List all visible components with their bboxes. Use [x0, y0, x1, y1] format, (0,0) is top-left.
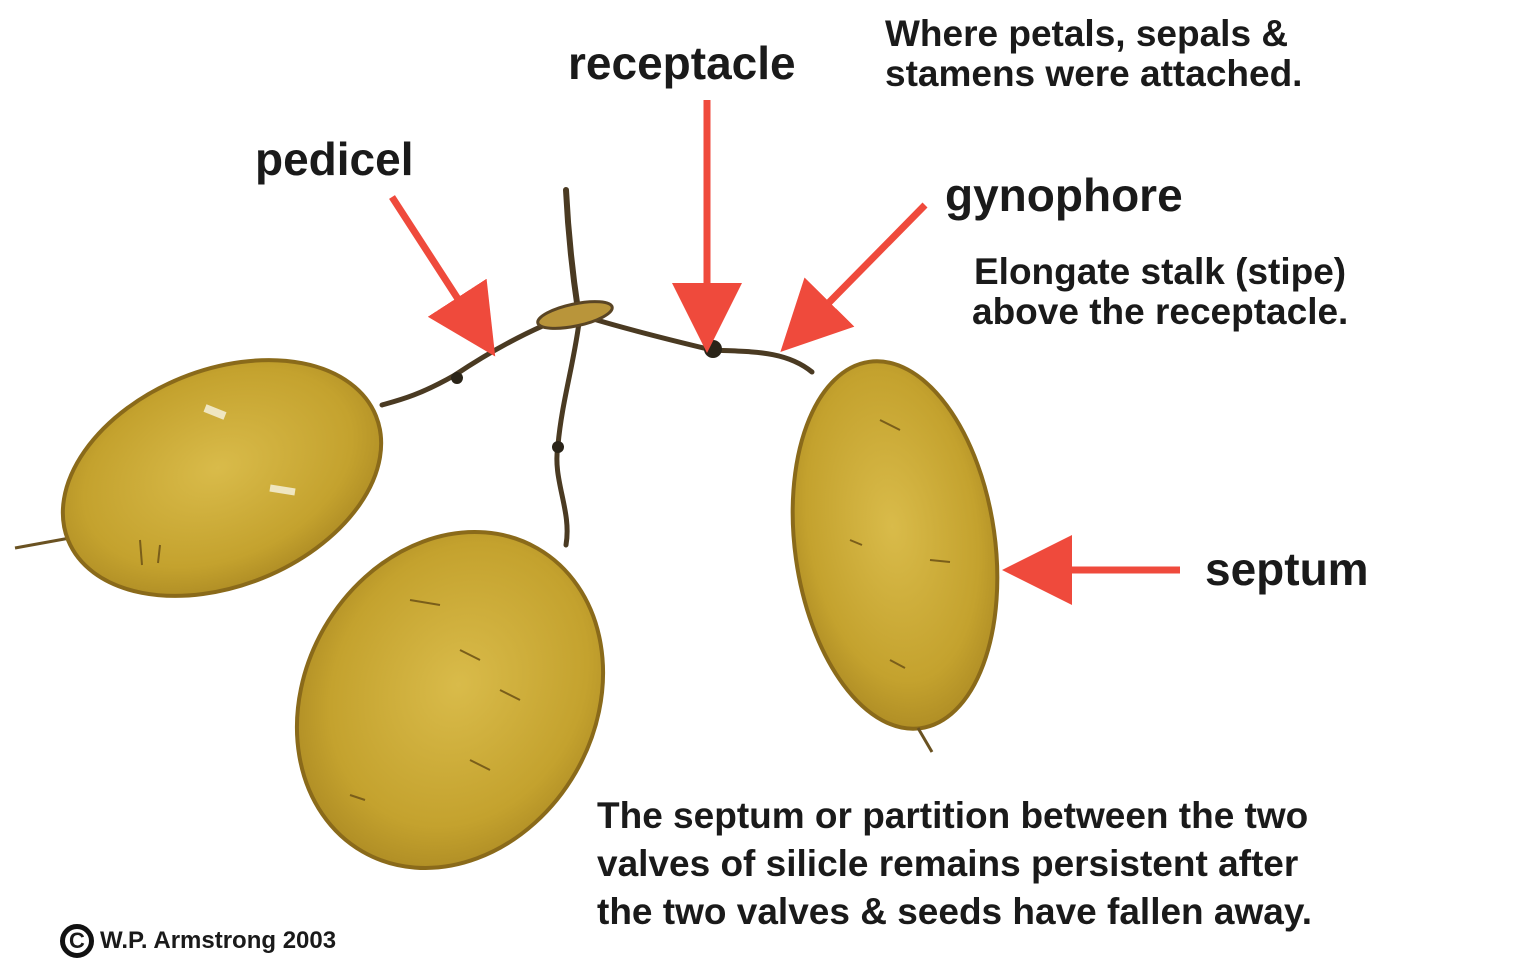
gynophore-note-line: Elongate stalk (stipe) — [972, 252, 1348, 292]
credit-text: W.P. Armstrong 2003 — [100, 927, 336, 955]
septum-caption-line: the two valves & seeds have fallen away. — [597, 888, 1312, 936]
septum-caption: The septum or partition between the two … — [597, 792, 1312, 936]
septum-caption-line: valves of silicle remains persistent aft… — [597, 840, 1312, 888]
gynophore-label: gynophore — [945, 172, 1183, 218]
pedicel-label: pedicel — [255, 136, 414, 182]
pedicel-arrow — [392, 197, 480, 333]
gynophore-arrow — [800, 205, 925, 332]
gynophore-note: Elongate stalk (stipe) above the recepta… — [972, 252, 1348, 332]
gynophore-note-line: above the receptacle. — [972, 292, 1348, 332]
copyright-credit: C W.P. Armstrong 2003 — [60, 924, 336, 958]
junction-node — [451, 296, 722, 453]
receptacle-note-line: Where petals, sepals & — [885, 14, 1302, 54]
receptacle-note-line: stamens were attached. — [885, 54, 1302, 94]
silicle-right — [770, 348, 1020, 752]
septum-label: septum — [1205, 546, 1369, 592]
stems — [382, 190, 812, 545]
septum-caption-line: The septum or partition between the two — [597, 792, 1312, 840]
copyright-icon: C — [60, 924, 94, 958]
receptacle-note: Where petals, sepals & stamens were atta… — [885, 14, 1302, 94]
receptacle-label: receptacle — [568, 40, 796, 86]
